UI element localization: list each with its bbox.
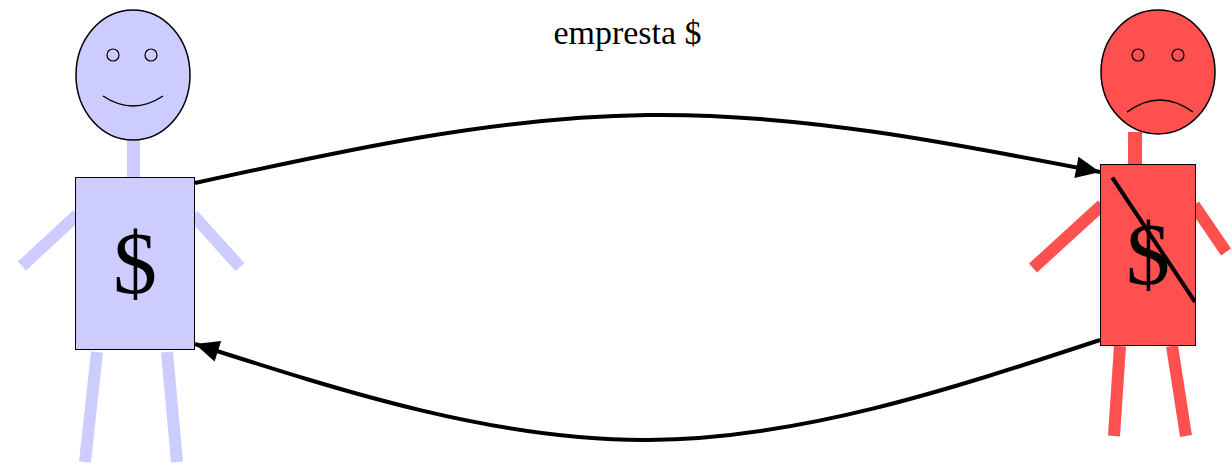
- smile: [103, 96, 163, 106]
- head: [1101, 10, 1215, 134]
- frown: [1127, 100, 1193, 112]
- borrower-figure: [1033, 10, 1226, 436]
- eye: [145, 49, 157, 61]
- dollar-sign: $: [1126, 211, 1170, 299]
- body-box: $: [1100, 164, 1196, 346]
- arm: [193, 215, 240, 267]
- leg: [167, 352, 177, 462]
- money-arrow: [195, 340, 1100, 440]
- eye: [1172, 49, 1184, 61]
- body-box: $: [75, 177, 195, 350]
- head: [76, 10, 190, 140]
- lender-figure: [22, 10, 240, 462]
- neck: [127, 138, 140, 180]
- dollar-sign: $: [113, 220, 157, 308]
- eye: [1132, 49, 1144, 61]
- arm: [1194, 205, 1226, 252]
- edge-label: empresta $: [549, 14, 705, 51]
- eye: [107, 49, 119, 61]
- neck: [1128, 132, 1142, 166]
- money-arrow: [195, 115, 1100, 183]
- leg: [85, 352, 97, 462]
- leg: [1172, 346, 1186, 436]
- arm: [22, 215, 77, 266]
- leg: [1114, 346, 1120, 436]
- arm: [1033, 205, 1102, 268]
